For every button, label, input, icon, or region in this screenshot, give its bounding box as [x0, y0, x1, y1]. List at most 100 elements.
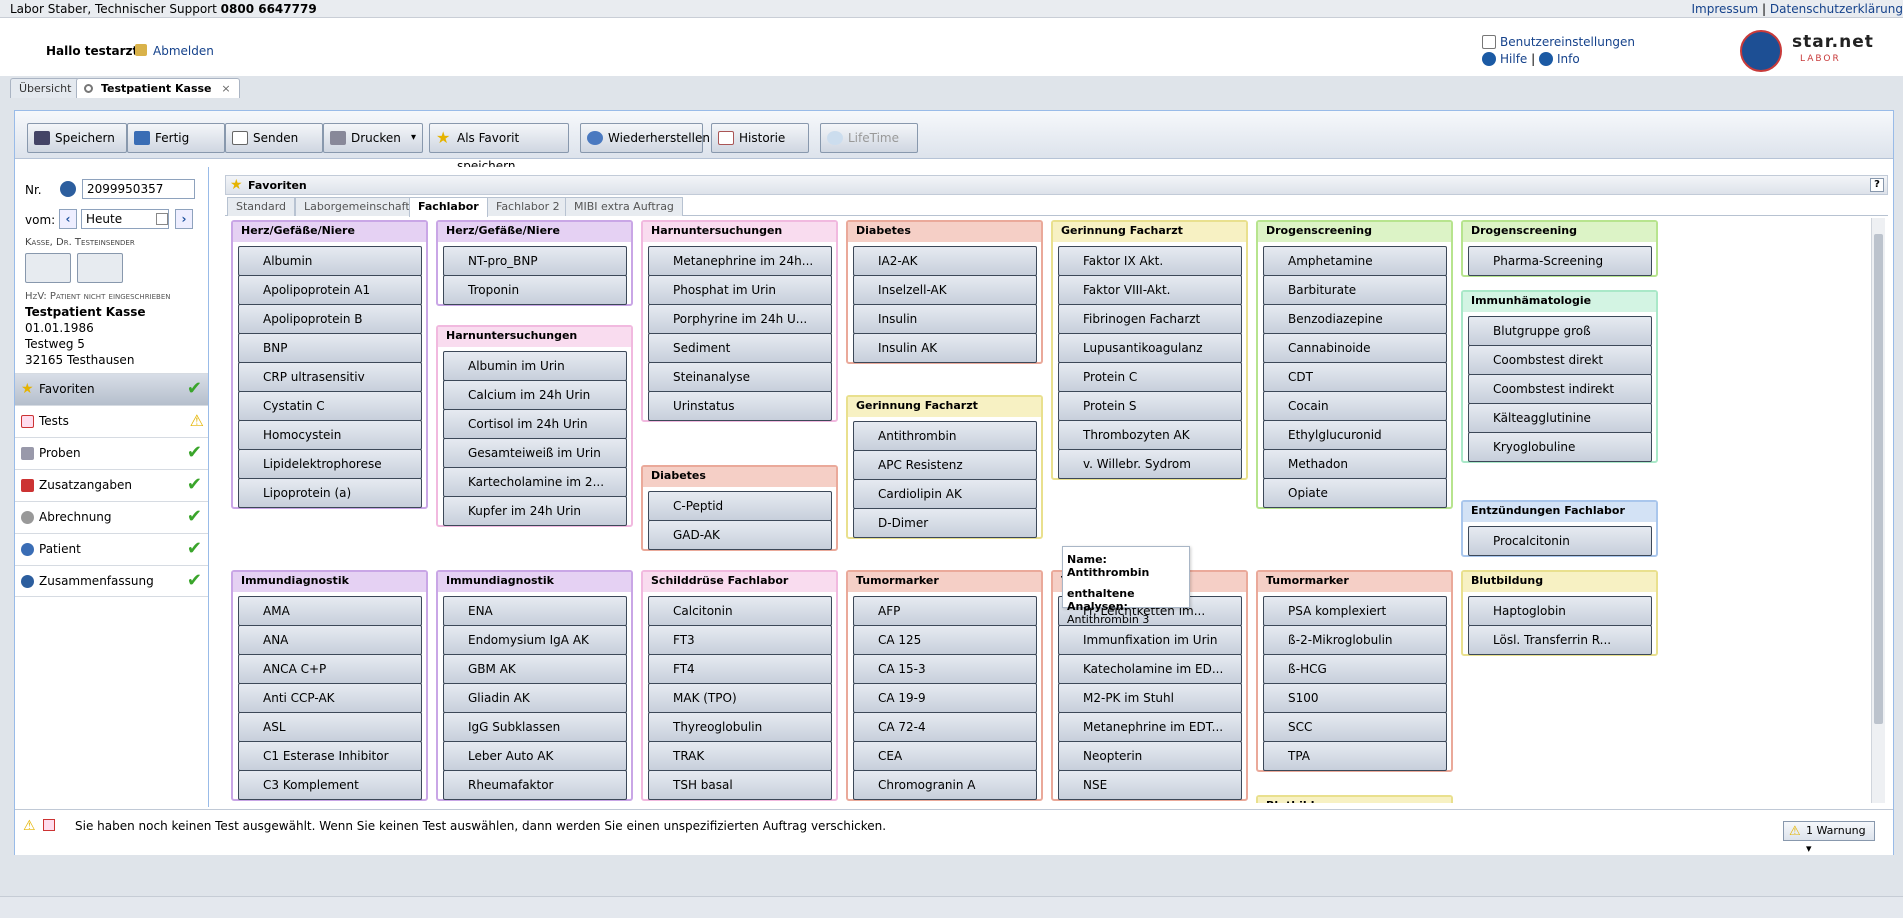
- test-button[interactable]: Procalcitonin: [1468, 526, 1652, 556]
- save-button[interactable]: Speichern: [27, 123, 127, 153]
- tab-standard[interactable]: Standard: [227, 197, 296, 216]
- history-button[interactable]: Historie: [711, 123, 809, 153]
- test-button[interactable]: Rheumafaktor: [443, 770, 627, 800]
- test-button[interactable]: Opiate: [1263, 478, 1447, 508]
- test-button[interactable]: Faktor VIII-Akt.: [1058, 275, 1242, 305]
- test-button[interactable]: Pharma-Screening: [1468, 246, 1652, 276]
- test-button[interactable]: TSH basal: [648, 770, 832, 800]
- test-button[interactable]: Coombstest indirekt: [1468, 374, 1652, 404]
- test-button[interactable]: GBM AK: [443, 654, 627, 684]
- test-button[interactable]: C1 Esterase Inhibitor: [238, 741, 422, 771]
- help-icon[interactable]: ?: [1870, 178, 1884, 192]
- test-button[interactable]: NT-pro_BNP: [443, 246, 627, 276]
- test-button[interactable]: SCC: [1263, 712, 1447, 742]
- tab-fachlabor-2[interactable]: Fachlabor 2: [487, 197, 569, 216]
- test-button[interactable]: ANCA C+P: [238, 654, 422, 684]
- test-button[interactable]: APC Resistenz: [853, 450, 1037, 480]
- test-button[interactable]: Lipidelektrophorese: [238, 449, 422, 479]
- test-button[interactable]: Albumin im Urin: [443, 351, 627, 381]
- test-button[interactable]: Coombstest direkt: [1468, 345, 1652, 375]
- settings-link[interactable]: Benutzereinstellungen: [1500, 35, 1636, 49]
- nav-zusatzangaben[interactable]: Zusatzangaben✔: [15, 469, 208, 501]
- calendar-icon[interactable]: [156, 213, 168, 225]
- tab-mibi-extra[interactable]: MIBI extra Auftrag: [565, 197, 683, 216]
- impressum-link[interactable]: Impressum: [1691, 2, 1759, 16]
- card-reader-icon[interactable]: [25, 253, 71, 283]
- test-button[interactable]: Neopterin: [1058, 741, 1242, 771]
- test-button[interactable]: PSA komplexiert: [1263, 596, 1447, 626]
- tab-laborgemeinschaft[interactable]: Labor­gemeinschaft: [295, 197, 419, 216]
- test-button[interactable]: Ethylglucuronid: [1263, 420, 1447, 450]
- test-button[interactable]: Calcitonin: [648, 596, 832, 626]
- test-button[interactable]: v. Willebr. Sydrom: [1058, 449, 1242, 479]
- test-button[interactable]: Lipoprotein (a): [238, 478, 422, 508]
- test-button[interactable]: IA2-AK: [853, 246, 1037, 276]
- test-button[interactable]: MAK (TPO): [648, 683, 832, 713]
- tab-testpatient[interactable]: Testpatient Kasse ×: [76, 78, 240, 98]
- test-button[interactable]: Benzodiazepine: [1263, 304, 1447, 334]
- test-button[interactable]: Insulin: [853, 304, 1037, 334]
- datenschutz-link[interactable]: Datenschutzerklärung: [1769, 2, 1903, 16]
- test-button[interactable]: AFP: [853, 596, 1037, 626]
- test-button[interactable]: CA 19-9: [853, 683, 1037, 713]
- test-button[interactable]: CA 72-4: [853, 712, 1037, 742]
- test-button[interactable]: Gliadin AK: [443, 683, 627, 713]
- test-button[interactable]: Antithrombin: [853, 421, 1037, 451]
- test-button[interactable]: Leber Auto AK: [443, 741, 627, 771]
- test-button[interactable]: Inselzell-AK: [853, 275, 1037, 305]
- nav-proben[interactable]: Proben✔: [15, 437, 208, 469]
- test-button[interactable]: ASL: [238, 712, 422, 742]
- test-button[interactable]: M2-PK im Stuhl: [1058, 683, 1242, 713]
- test-button[interactable]: FT3: [648, 625, 832, 655]
- test-button[interactable]: IgG Subklassen: [443, 712, 627, 742]
- test-button[interactable]: C-Peptid: [648, 491, 832, 521]
- nr-field[interactable]: 2099950357: [82, 179, 195, 199]
- prev-day-icon[interactable]: ‹: [59, 209, 77, 229]
- save-favorite-button[interactable]: ★Als Favorit speichern: [429, 123, 569, 173]
- logout-link[interactable]: Abmelden: [153, 44, 214, 58]
- send-button[interactable]: Senden: [225, 123, 323, 153]
- test-button[interactable]: CEA: [853, 741, 1037, 771]
- nav-zusammenfassung[interactable]: Zusammenfassung✔: [15, 565, 208, 597]
- test-button[interactable]: Calcium im 24h Urin: [443, 380, 627, 410]
- test-button[interactable]: Steinanalyse: [648, 362, 832, 392]
- done-button[interactable]: Fertig: [127, 123, 225, 153]
- scroll-thumb[interactable]: [1874, 234, 1883, 724]
- test-button[interactable]: FT4: [648, 654, 832, 684]
- test-button[interactable]: Apolipoprotein B: [238, 304, 422, 334]
- test-button[interactable]: Cannabinoide: [1263, 333, 1447, 363]
- test-button[interactable]: Albumin: [238, 246, 422, 276]
- test-button[interactable]: ANA: [238, 625, 422, 655]
- test-button[interactable]: Cortisol im 24h Urin: [443, 409, 627, 439]
- test-button[interactable]: Cystatin C: [238, 391, 422, 421]
- test-button[interactable]: ß-2-Mikroglobulin: [1263, 625, 1447, 655]
- test-button[interactable]: Methadon: [1263, 449, 1447, 479]
- test-button[interactable]: Homocystein: [238, 420, 422, 450]
- test-button[interactable]: AMA: [238, 596, 422, 626]
- test-button[interactable]: Fibrinogen Facharzt: [1058, 304, 1242, 334]
- print-button[interactable]: Drucken▾: [323, 123, 423, 153]
- test-button[interactable]: Porphyrine im 24h U...: [648, 304, 832, 334]
- test-button[interactable]: Troponin: [443, 275, 627, 305]
- test-button[interactable]: Barbiturate: [1263, 275, 1447, 305]
- test-button[interactable]: TRAK: [648, 741, 832, 771]
- test-button[interactable]: Protein S: [1058, 391, 1242, 421]
- test-button[interactable]: Phosphat im Urin: [648, 275, 832, 305]
- test-button[interactable]: TPA: [1263, 741, 1447, 771]
- test-button[interactable]: CA 15-3: [853, 654, 1037, 684]
- scan-icon[interactable]: [60, 181, 76, 197]
- test-button[interactable]: Cardiolipin AK: [853, 479, 1037, 509]
- test-button[interactable]: ENA: [443, 596, 627, 626]
- test-button[interactable]: Haptoglobin: [1468, 596, 1652, 626]
- test-button[interactable]: CA 125: [853, 625, 1037, 655]
- test-button[interactable]: D-Dimer: [853, 508, 1037, 538]
- nav-tests[interactable]: Tests⚠: [15, 405, 208, 437]
- test-button[interactable]: Thyreoglobulin: [648, 712, 832, 742]
- nav-patient[interactable]: Patient✔: [15, 533, 208, 565]
- tab-fachlabor[interactable]: Fachlabor: [409, 197, 488, 217]
- test-button[interactable]: Urinstatus: [648, 391, 832, 421]
- date-field[interactable]: Heute: [81, 209, 169, 229]
- test-button[interactable]: Metanephrine im EDT...: [1058, 712, 1242, 742]
- test-button[interactable]: ß-HCG: [1263, 654, 1447, 684]
- test-button[interactable]: Lösl. Transferrin R...: [1468, 625, 1652, 655]
